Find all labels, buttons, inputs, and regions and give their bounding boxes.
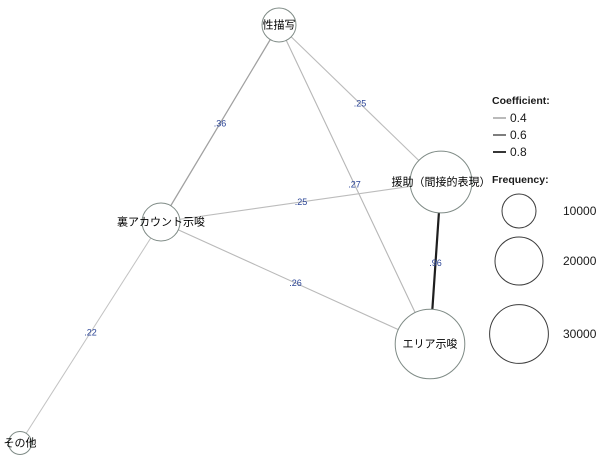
frequency-legend-label: 20000 bbox=[563, 254, 597, 268]
node-circle bbox=[141, 202, 181, 242]
node-label: 援助（間接的表現） bbox=[392, 175, 491, 189]
edge-line bbox=[278, 24, 442, 183]
node-circle bbox=[8, 431, 32, 455]
frequency-legend-circle bbox=[494, 236, 544, 286]
node-circle bbox=[394, 308, 466, 380]
coefficient-legend-title: Coefficient: bbox=[492, 95, 550, 107]
coefficient-legend-label: 0.8 bbox=[510, 145, 527, 159]
frequency-legend-circle bbox=[501, 193, 537, 229]
coefficient-legend-label: 0.4 bbox=[510, 111, 527, 125]
edge-label-layer: .36 .25 .27 .25 .26 .96 .22 bbox=[84, 99, 442, 338]
edge-line bbox=[160, 221, 431, 345]
node-label: エリア示唆 bbox=[403, 337, 458, 351]
node-label: 性描写 bbox=[263, 18, 296, 32]
node-circle bbox=[409, 150, 473, 214]
node-circle bbox=[261, 7, 297, 43]
edge-coefficient-label: .27 bbox=[348, 180, 361, 190]
node-label: その他 bbox=[4, 437, 37, 450]
node-label: 裏アカウント示唆 bbox=[117, 215, 205, 229]
coefficient-legend-items: 0.4 0.6 0.8 bbox=[493, 111, 527, 159]
edge-coefficient-label: .96 bbox=[429, 258, 442, 268]
edge-line bbox=[19, 221, 162, 444]
edge-coefficient-label: .36 bbox=[214, 119, 227, 129]
edge-coefficient-label: .25 bbox=[295, 197, 308, 207]
edge-coefficient-label: .22 bbox=[84, 328, 97, 338]
coefficient-legend-label: 0.6 bbox=[510, 128, 527, 142]
edge-coefficient-label: .25 bbox=[354, 99, 367, 109]
edge-line bbox=[160, 24, 280, 223]
edge-line bbox=[160, 181, 442, 223]
edge-line bbox=[278, 24, 431, 345]
frequency-legend-circle bbox=[489, 304, 549, 364]
edge-coefficient-label: .26 bbox=[289, 278, 302, 288]
frequency-legend-items: 10000 20000 30000 bbox=[489, 193, 597, 364]
legend: Coefficient: 0.4 0.6 0.8 Frequency: 10000 2… bbox=[489, 95, 597, 364]
frequency-legend-label: 10000 bbox=[563, 204, 597, 218]
frequency-legend-title: Frequency: bbox=[492, 174, 549, 186]
node-layer bbox=[8, 7, 473, 455]
frequency-legend-label: 30000 bbox=[563, 327, 597, 341]
